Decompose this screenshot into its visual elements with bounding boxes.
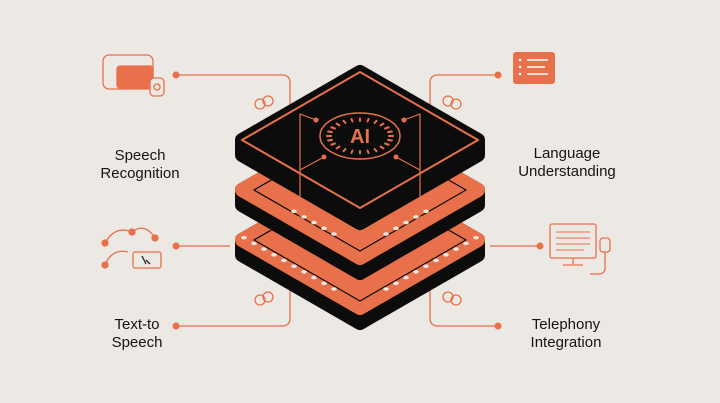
ai-tick <box>350 118 354 123</box>
ai-tick <box>327 130 333 134</box>
language-understanding-icon <box>513 52 555 84</box>
led-dot <box>291 209 297 213</box>
ai-label: AI <box>350 126 370 148</box>
led-dot <box>383 232 389 236</box>
link-icons <box>254 95 462 306</box>
ai-tick <box>327 138 333 142</box>
label-line: Speech <box>111 334 163 351</box>
speech-recognition-label: Speech Recognition <box>70 147 210 183</box>
led-dot <box>383 287 389 291</box>
label-line: Understanding <box>518 163 616 180</box>
led-dot <box>251 241 257 246</box>
connector-dots <box>172 71 544 330</box>
label-line: Integration <box>530 334 602 351</box>
text-to-speech-icon <box>101 227 162 269</box>
led-dot <box>311 220 317 225</box>
label-line: Language <box>533 145 601 162</box>
led-dot <box>291 264 297 269</box>
led-dot <box>271 253 277 257</box>
ai-tick <box>373 147 378 153</box>
label-line: Telephony <box>531 316 601 333</box>
ai-tick <box>384 142 390 146</box>
led-dot <box>443 253 449 257</box>
connector-language <box>429 74 498 105</box>
led-dot <box>311 275 317 280</box>
led-dot <box>331 287 337 291</box>
led-dot <box>433 258 439 263</box>
led-dot <box>301 270 307 274</box>
ai-tick <box>366 149 370 154</box>
ai-tick <box>387 130 393 134</box>
led-dot <box>463 241 469 246</box>
ai-tick <box>342 147 347 153</box>
label-line: Recognition <box>100 165 180 182</box>
led-dot <box>393 281 399 286</box>
led-dot <box>321 226 327 231</box>
connector-telephony-bottom <box>429 290 498 327</box>
led-dot <box>473 235 479 240</box>
ai-tick <box>330 142 336 146</box>
ai-tick <box>335 122 341 127</box>
top-layer: AI <box>235 65 485 230</box>
ai-tick <box>366 118 370 123</box>
led-dot <box>241 235 247 240</box>
ai-tick <box>379 122 385 127</box>
ai-badge <box>319 112 401 160</box>
led-dot <box>261 247 267 251</box>
led-dot <box>301 215 307 219</box>
led-dot <box>281 258 287 263</box>
connector-speech <box>176 74 291 105</box>
ai-tick <box>350 149 354 154</box>
led-dot <box>453 247 459 251</box>
label-line: Speech <box>114 147 166 164</box>
led-dot <box>423 264 429 269</box>
led-dot <box>423 209 429 213</box>
ai-tick <box>379 145 385 150</box>
ai-tick <box>330 126 336 130</box>
led-dot <box>403 220 409 225</box>
ai-tick <box>342 119 347 125</box>
led-dot <box>393 226 399 231</box>
connector-tts-bottom <box>176 290 291 327</box>
text-to-speech-label: Text-to Speech <box>67 316 207 352</box>
ai-tick <box>373 119 378 125</box>
ai-tick <box>387 138 393 142</box>
telephony-icon <box>549 223 611 275</box>
label-line: Text-to <box>114 316 160 333</box>
telephony-integration-label: Telephony Integration <box>496 316 636 352</box>
led-dot <box>321 281 327 286</box>
connector-lines <box>176 74 540 327</box>
led-dot <box>403 275 409 280</box>
led-dot <box>413 270 419 274</box>
ai-tick <box>335 145 341 150</box>
ai-tick <box>384 126 390 130</box>
led-dot <box>413 215 419 219</box>
speech-recognition-icon <box>102 54 165 97</box>
led-dot <box>331 232 337 236</box>
language-understanding-label: Language Understanding <box>497 145 637 181</box>
